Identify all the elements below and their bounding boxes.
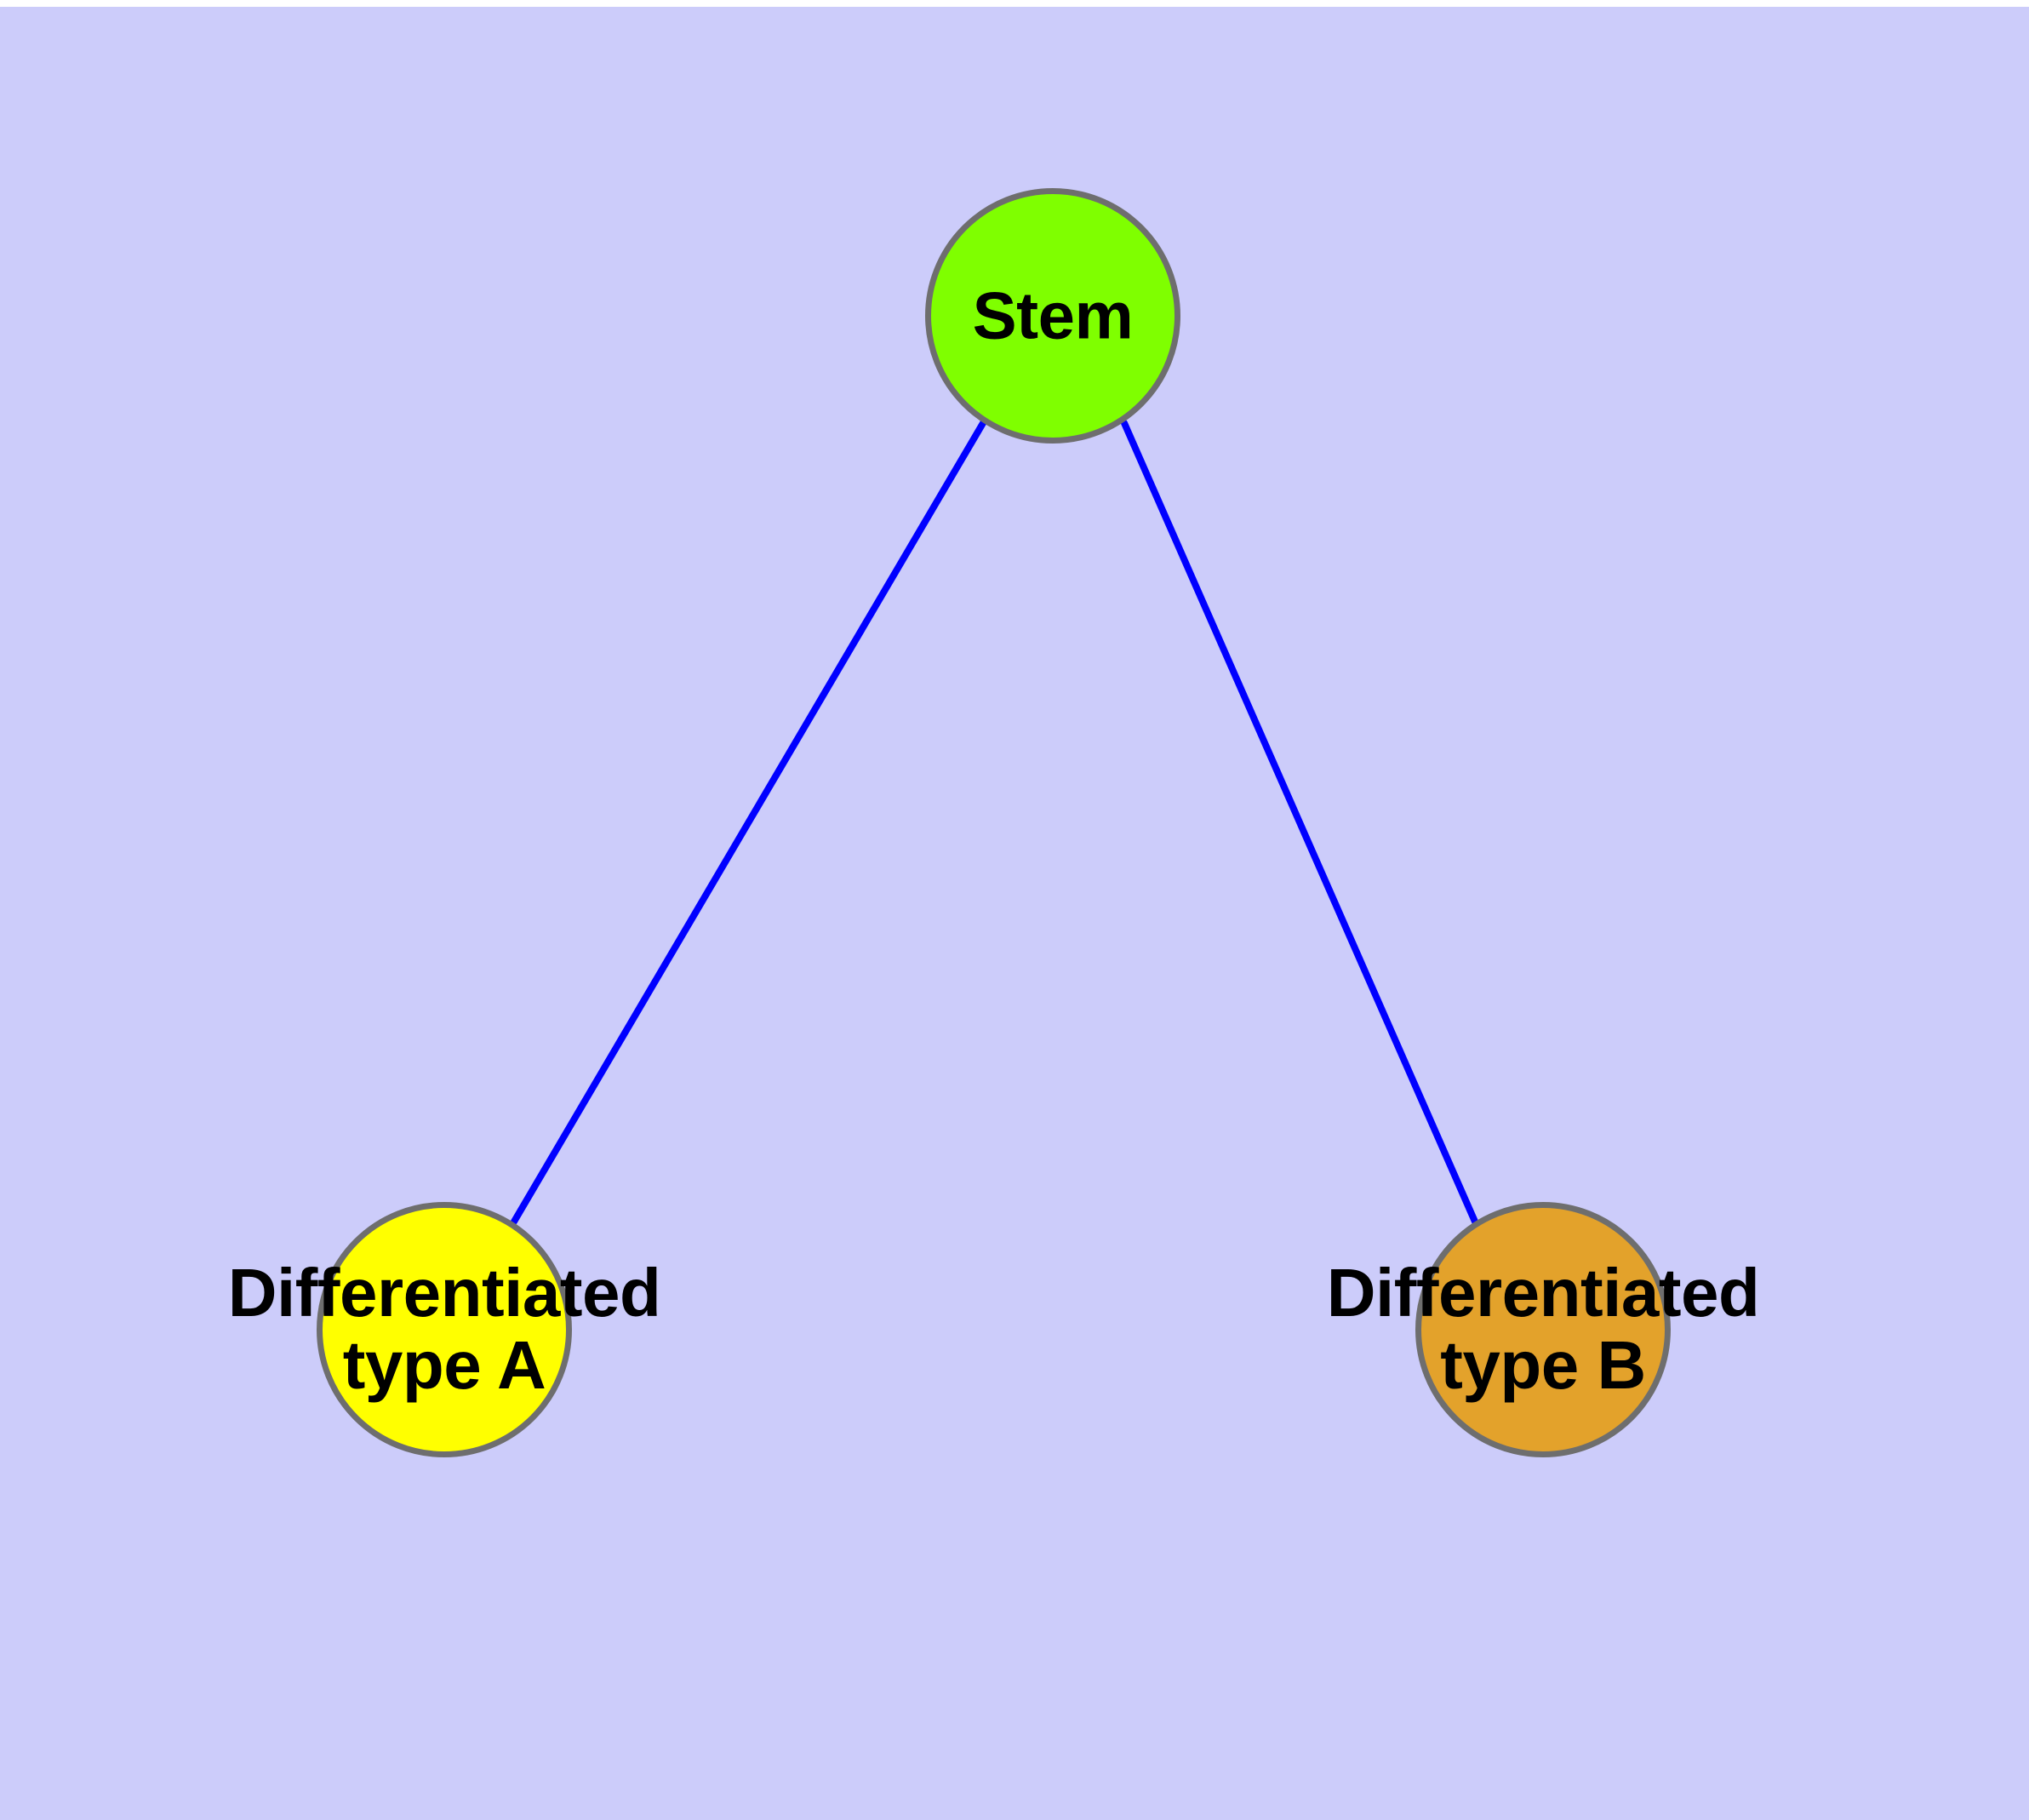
edge-stem-to-diff-b[interactable] xyxy=(1121,420,1478,1225)
node-group xyxy=(317,188,1671,1457)
edge-stem-to-diff-a[interactable] xyxy=(511,420,986,1225)
node-stem-circle[interactable] xyxy=(925,188,1180,444)
node-diff-a-circle[interactable] xyxy=(317,1202,572,1457)
edge-group xyxy=(511,420,1478,1225)
node-diff-b-circle[interactable] xyxy=(1415,1202,1671,1457)
